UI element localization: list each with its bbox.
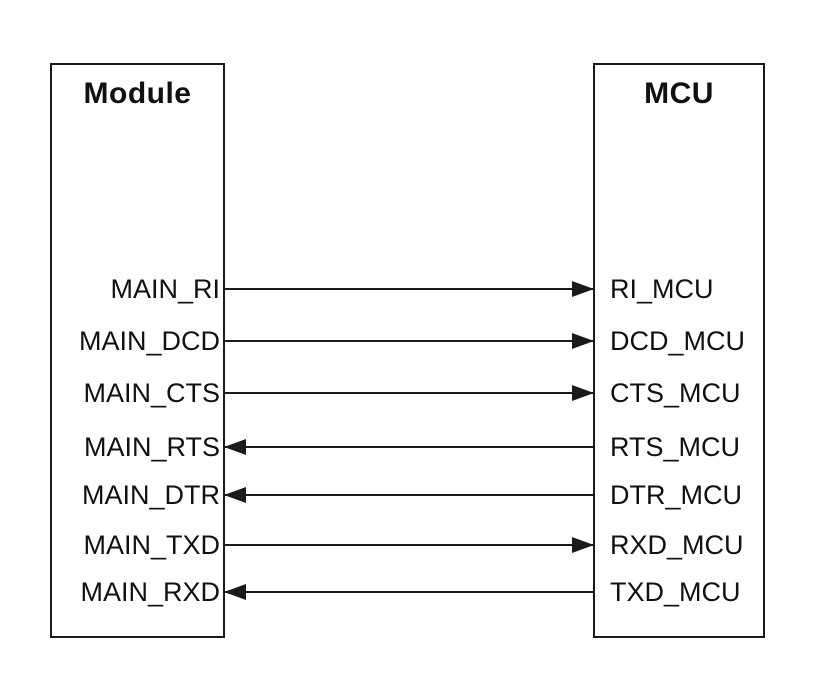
module-pin-label: MAIN_RI [110, 274, 220, 304]
module-pin-label: MAIN_RXD [80, 577, 220, 607]
module-pin-label: MAIN_TXD [83, 530, 220, 560]
mcu-box-title: MCU [644, 77, 714, 110]
module-pin-label: MAIN_DCD [78, 326, 220, 356]
mcu-pin-label: DCD_MCU [610, 326, 745, 356]
signal-wire [225, 333, 594, 349]
signal-wire [225, 385, 594, 401]
module-box: Module [50, 63, 225, 638]
module-pin-label: MAIN_RTS [83, 432, 220, 462]
arrow-right-icon [572, 385, 594, 401]
arrow-right-icon [572, 333, 594, 349]
mcu-box: MCU [593, 63, 765, 638]
mcu-pin-label: DTR_MCU [610, 480, 742, 510]
mcu-pin-label: TXD_MCU [610, 577, 741, 607]
arrow-left-icon [224, 439, 246, 455]
signal-wire [225, 537, 594, 553]
mcu-pin-label: RXD_MCU [610, 530, 744, 560]
arrow-right-icon [572, 537, 594, 553]
module-pin-label: MAIN_CTS [83, 378, 220, 408]
mcu-pin-label: RTS_MCU [610, 432, 741, 462]
module-pin-label: MAIN_DTR [81, 480, 220, 510]
arrow-left-icon [224, 584, 246, 600]
signal-wire [225, 281, 594, 297]
signal-wire [224, 584, 593, 600]
arrow-left-icon [224, 487, 246, 503]
signal-wire [224, 487, 593, 503]
arrow-right-icon [572, 281, 594, 297]
mcu-pin-label: CTS_MCU [610, 378, 741, 408]
module-box-title: Module [83, 77, 192, 110]
signal-wire [224, 439, 593, 455]
mcu-pin-label: RI_MCU [610, 274, 714, 304]
